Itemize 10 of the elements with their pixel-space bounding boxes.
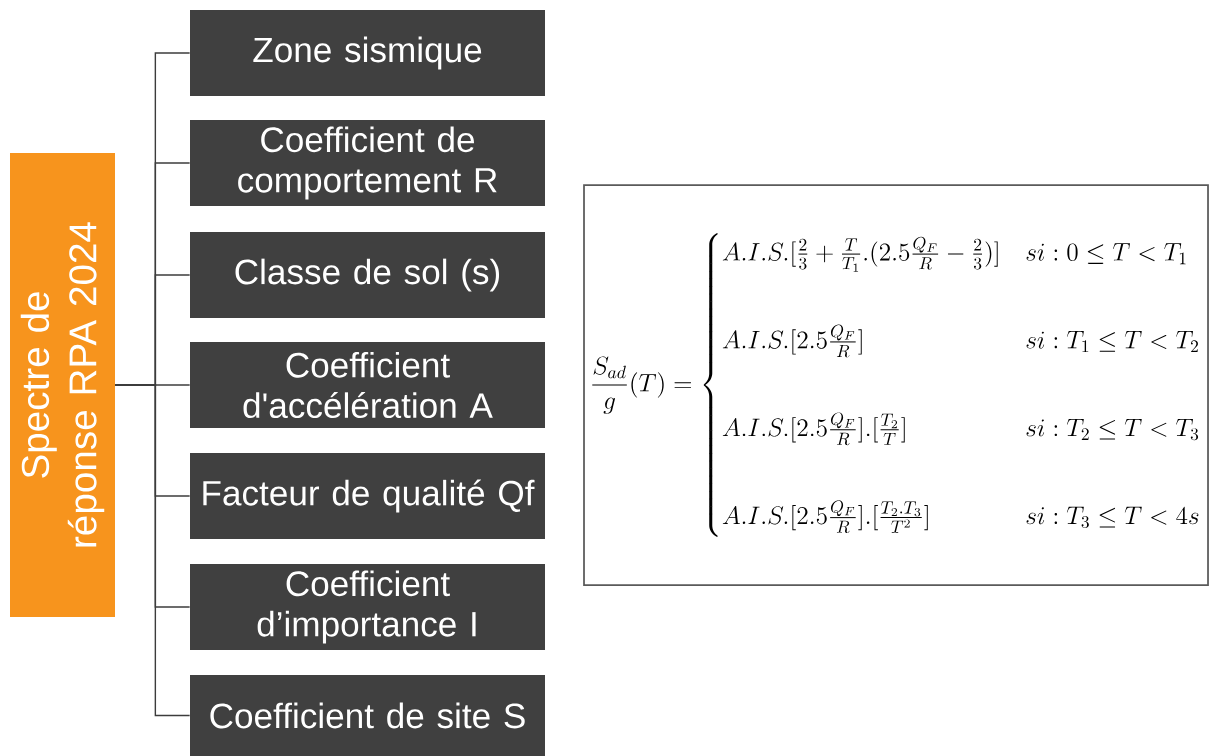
category-box: Spectre de réponse RPA 2024 <box>10 153 115 617</box>
connector-line <box>114 384 191 717</box>
parameter-box: Coefficient d’importance I <box>190 564 545 650</box>
parameter-box: Coefficient de comportement R <box>190 120 545 206</box>
parameter-box: Coefficient de site S <box>190 675 545 756</box>
parameter-box: Facteur de qualité Qf <box>190 453 545 539</box>
formula-box: $\frac{S_{ad}}{g}(T)=\begin{cases} A.I.S.[\frac{2}{3}+\frac{T}{T_1}.(2.5\frac{Q_F}{R}-\frac{2}{3})] & si:0\leq T<T_1\\[4ex] A.I.S.[2.5\frac{Q_F}{R}] & si:T_1\leq T<T_2\\[4ex] A.I.S.[2.5\frac{Q_F}{R}].[\frac{T_2}{T}] & si:T_2\leq T<T_3\\[4ex] A.I.S.[2.5\frac{Q_F}{R}].[\frac{T_2.T_3}{T^2}] & si:T_3\leq T<4s \end{cases}$ <box>583 184 1209 586</box>
parameter-box: Zone sismique <box>190 10 545 96</box>
parameter-box: Coefficient d'accélération A <box>190 342 545 428</box>
parameter-box: Classe de sol (s) <box>190 232 545 318</box>
